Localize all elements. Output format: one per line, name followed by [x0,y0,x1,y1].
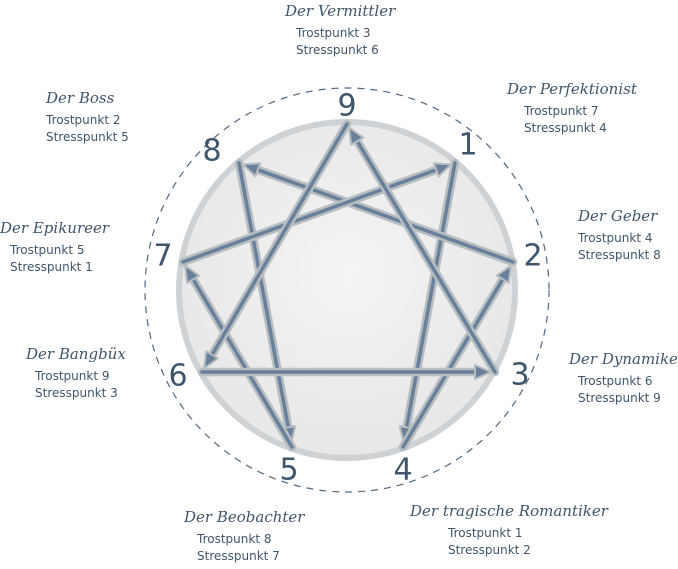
comfort-point: Trostpunkt 9 [35,369,110,383]
stress-point: Stresspunkt 6 [296,43,379,57]
dashed-outer-circle [144,87,550,493]
arrow-shaft [237,161,291,430]
comfort-point: Trostpunkt 7 [524,104,599,118]
type-name: Der Boss [46,89,115,107]
arrow-shaft [401,277,505,449]
arrow-4-to-2 [398,264,512,452]
comfort-point: Trostpunkt 8 [197,532,272,546]
arrow-7-to-1 [178,162,453,267]
comfort-point: Trostpunkt 2 [46,113,121,127]
arrow-3-to-9 [348,126,500,377]
arrow-2-to-8 [241,162,518,267]
arrow-head [474,364,492,380]
arrow-shaft [404,161,457,430]
number-layer: 9 1 2 3 4 5 6 7 8 [153,89,542,488]
arrow-head [184,264,201,284]
comfort-point: Trostpunkt 5 [10,243,85,257]
comfort-point: Trostpunkt 6 [578,374,653,388]
type-name: Der tragische Romantiker [410,502,608,520]
comfort-point: Trostpunkt 4 [578,231,653,245]
point-number-9: 9 [337,89,356,124]
type-name: Der Beobachter [184,508,305,526]
type-name: Der Geber [578,207,658,225]
stress-point: Stresspunkt 8 [578,248,661,262]
point-number-8: 8 [202,134,221,169]
arrow-shaft [181,168,438,264]
arrow-head [495,264,512,284]
point-number-7: 7 [153,239,172,274]
stress-point: Stresspunkt 5 [46,130,129,144]
arrow-6-to-3 [197,364,492,380]
arrow-9-to-6 [203,119,352,370]
stress-point: Stresspunkt 9 [578,391,661,405]
arrow-shaft [191,277,294,449]
comfort-point: Trostpunkt 3 [296,26,371,40]
point-number-2: 2 [523,239,542,274]
type-name: Der Dynamiker [569,350,678,368]
stress-point: Stresspunkt 3 [35,386,118,400]
arrow-layer [178,119,518,452]
stress-point: Stresspunkt 1 [10,260,93,274]
arrow-shaft [210,122,349,357]
arrow-5-to-7 [184,264,297,452]
point-number-6: 6 [168,359,187,394]
type-name: Der Bangbüx [26,345,126,363]
point-number-1: 1 [458,128,477,163]
type-name: Der Vermittler [285,2,396,20]
arrow-shaft [355,139,497,374]
stress-point: Stresspunkt 4 [524,121,607,135]
arrow-head [241,162,262,178]
stress-point: Stresspunkt 7 [197,549,280,563]
arrow-head [432,162,453,178]
arrow-head [203,350,220,370]
type-name: Der Epikureer [0,219,110,237]
point-number-3: 3 [510,358,529,393]
point-number-5: 5 [279,453,298,488]
type-name: Der Perfektionist [507,80,637,98]
inner-disc [176,119,518,461]
arrow-head [348,126,365,146]
arrow-shaft [256,168,515,264]
comfort-point: Trostpunkt 1 [448,526,523,540]
point-number-4: 4 [393,453,412,488]
stress-point: Stresspunkt 2 [448,543,531,557]
